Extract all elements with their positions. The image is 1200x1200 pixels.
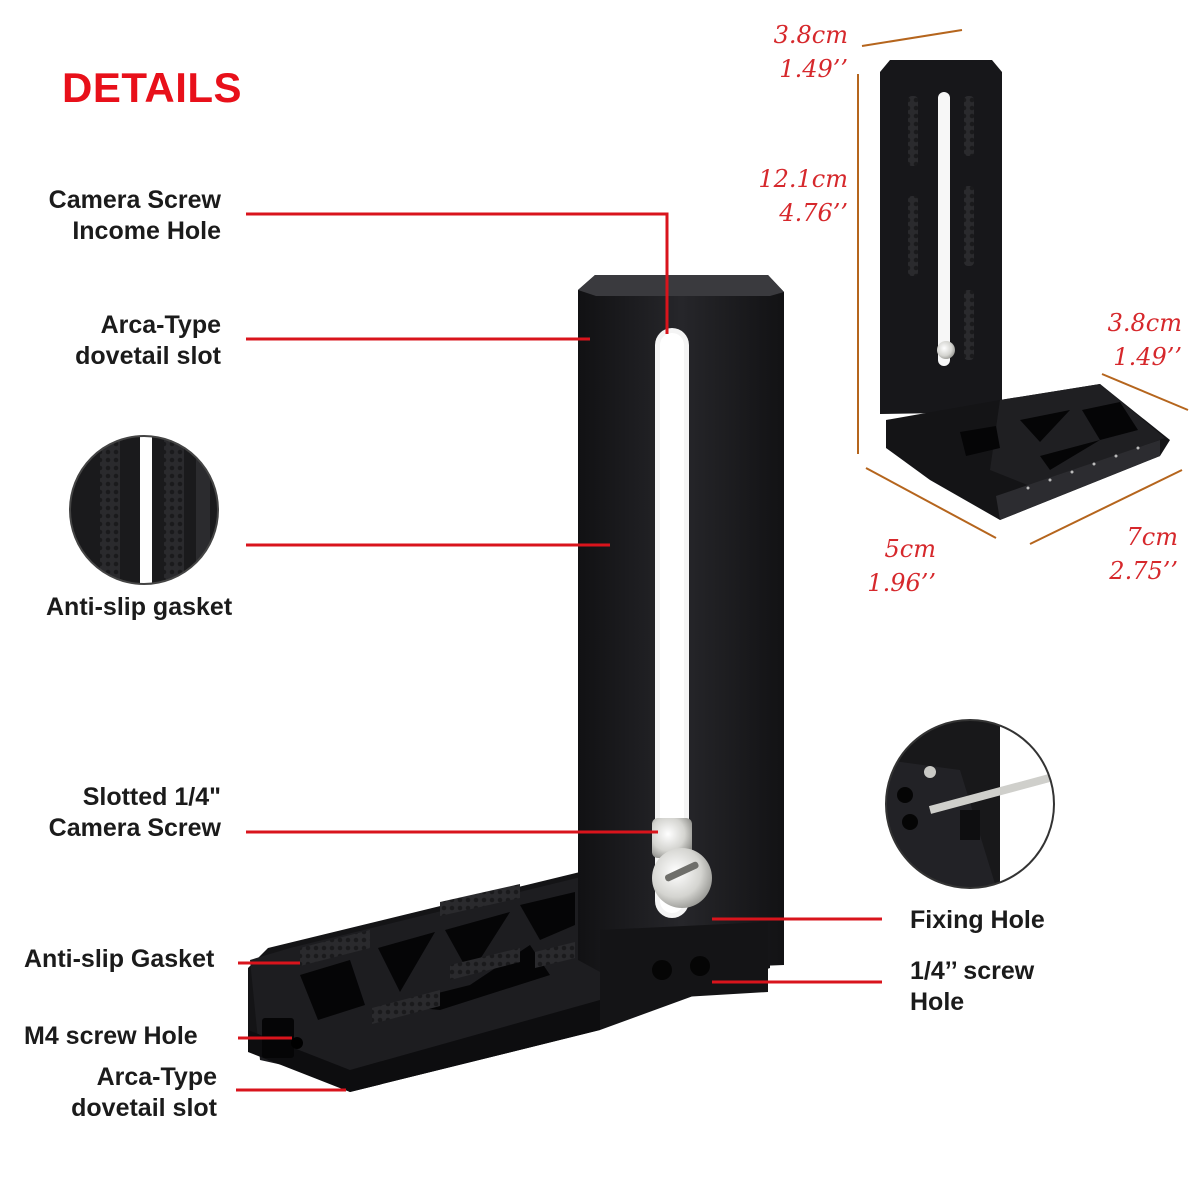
fixing-hole-label: Fixing Hole: [910, 906, 1045, 934]
label-line: Arca-Type: [96, 1063, 217, 1091]
dimension-height: 12.1cm 4.76’’: [754, 162, 848, 230]
leader-lines: [236, 212, 882, 1092]
camera-screw-hole-label: Camera Screw Income Hole: [49, 185, 221, 247]
dim-line: 3.8cm: [1107, 309, 1182, 337]
label-line: Camera Screw: [48, 186, 221, 214]
label-line: Income Hole: [72, 217, 221, 245]
slotted-screw: [652, 818, 712, 908]
label-line: Camera Screw: [48, 814, 221, 842]
quarter-hole-1: [652, 960, 672, 980]
dim-line: 1.49’’: [1113, 343, 1182, 371]
dovetail-top-label: Arca-Type dovetail slot: [75, 310, 221, 372]
gasket-inset: [69, 435, 219, 585]
m4-hole-label: M4 screw Hole: [24, 1022, 198, 1050]
label-line: Hole: [910, 988, 965, 1016]
dim-line: 7cm: [1126, 523, 1178, 551]
dim-line: 2.75’’: [1109, 557, 1178, 585]
dim-line: 4.76’’: [779, 199, 848, 227]
anti-slip-gasket-inset-label: Anti-slip gasket: [46, 593, 233, 621]
dovetail-bottom-label: Arca-Type dovetail slot: [71, 1062, 217, 1124]
quarter-hole-2: [690, 956, 710, 976]
label-line: dovetail slot: [71, 1094, 217, 1122]
fixing-hole-inset: [885, 719, 1055, 889]
dimension-base-length: 7cm 2.75’’: [1092, 520, 1178, 588]
dimension-side-width: 3.8cm 1.49’’: [1094, 306, 1182, 374]
small-bracket: [857, 29, 1189, 545]
dimension-lines: [857, 29, 1189, 545]
anti-slip-gasket-label: Anti-slip Gasket: [24, 945, 215, 973]
dim-line: 1.96’’: [867, 569, 936, 597]
label-line: Slotted 1/4": [82, 783, 221, 811]
dim-line: 3.8cm: [773, 21, 848, 49]
main-bracket: [248, 275, 784, 1092]
quarter-screw-hole-label: 1/4’’ screw Hole: [910, 956, 1034, 1018]
base-gaskets: [300, 884, 575, 1024]
dimension-base-depth: 5cm 1.96’’: [850, 532, 936, 600]
dim-line: 5cm: [884, 535, 936, 563]
label-line: 1/4’’ screw: [910, 957, 1035, 985]
dimension-top-width: 3.8cm 1.49’’: [760, 18, 848, 86]
m4-hole: [291, 1037, 303, 1049]
dim-line: 1.49’’: [779, 55, 848, 83]
label-line: Arca-Type: [100, 311, 221, 339]
page-title: DETAILS: [62, 64, 243, 111]
slotted-screw-label: Slotted 1/4" Camera Screw: [49, 782, 221, 844]
dim-line: 12.1cm: [758, 165, 848, 193]
label-line: dovetail slot: [75, 342, 221, 370]
